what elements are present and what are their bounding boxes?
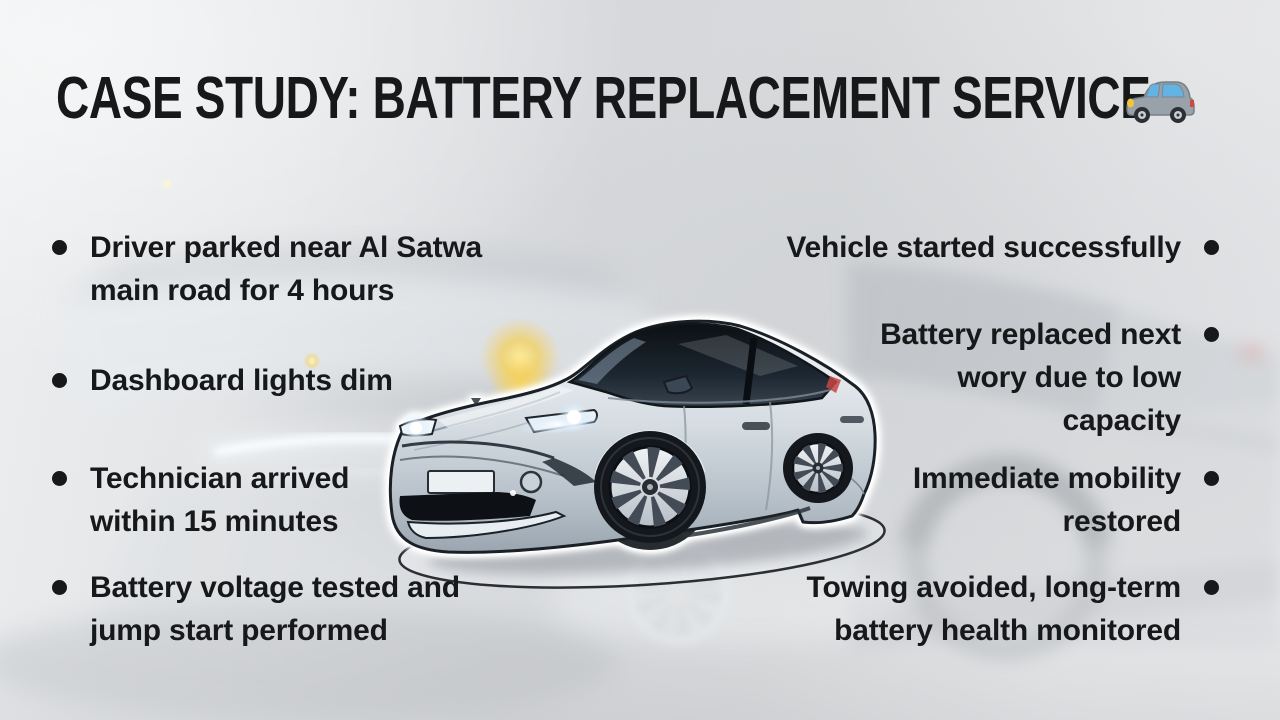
bullet-item: Immediate mobility restored xyxy=(913,457,1219,543)
license-plate xyxy=(427,470,495,494)
door-handle xyxy=(742,422,770,430)
hood-logo xyxy=(471,398,481,406)
bullet-dot xyxy=(52,240,67,255)
ghost-car-right xyxy=(848,262,1280,662)
bullet-item: Towing avoided, long-term battery health… xyxy=(807,566,1219,652)
bullet-item: Battery replaced next wory due to low ca… xyxy=(880,313,1219,442)
bullet-item: Driver parked near Al Satwa main road fo… xyxy=(52,226,482,312)
front-wheel xyxy=(594,431,706,543)
bullet-text: Driver parked near Al Satwa main road fo… xyxy=(90,231,482,307)
bullet-dot xyxy=(1204,471,1219,486)
bullet-dot xyxy=(52,471,67,486)
bullet-item: Battery voltage tested and jump start pe… xyxy=(52,566,460,652)
taillight xyxy=(826,376,841,393)
bullet-dot xyxy=(1204,580,1219,595)
bullet-text: Vehicle started successfully xyxy=(786,231,1181,264)
car-emoji-icon xyxy=(1126,81,1195,123)
bullet-text: Battery voltage tested and jump start pe… xyxy=(90,571,460,647)
bullet-text: Technician arrived within 15 minutes xyxy=(90,462,350,538)
slide-title: CASE STUDY: BATTERY REPLACEMENT SERVICE xyxy=(56,68,1280,140)
b-pillar xyxy=(742,337,758,405)
rear-wheel xyxy=(783,433,853,503)
side-mirror xyxy=(662,374,694,395)
bullet-dot xyxy=(52,580,67,595)
bullet-text: Battery replaced next wory due to low ca… xyxy=(880,318,1181,437)
front-intake xyxy=(399,492,536,521)
bullet-text: Immediate mobility restored xyxy=(912,462,1181,538)
slide-title-text: CASE STUDY: BATTERY REPLACEMENT SERVICE xyxy=(56,65,1151,131)
bullet-dot xyxy=(1204,327,1219,342)
bullet-dot xyxy=(52,373,67,388)
bullet-item: Technician arrived within 15 minutes xyxy=(52,457,349,543)
car-illustration xyxy=(388,319,877,554)
door-handle xyxy=(840,416,864,423)
bullet-dot xyxy=(1204,240,1219,255)
bullet-text: Dashboard lights dim xyxy=(90,364,393,397)
headlights xyxy=(398,400,604,443)
bullet-item: Vehicle started successfully xyxy=(786,226,1219,269)
bullet-item: Dashboard lights dim xyxy=(52,359,393,402)
front-sensor xyxy=(519,470,543,494)
bullet-text: Towing avoided, long-term battery health… xyxy=(806,571,1182,647)
